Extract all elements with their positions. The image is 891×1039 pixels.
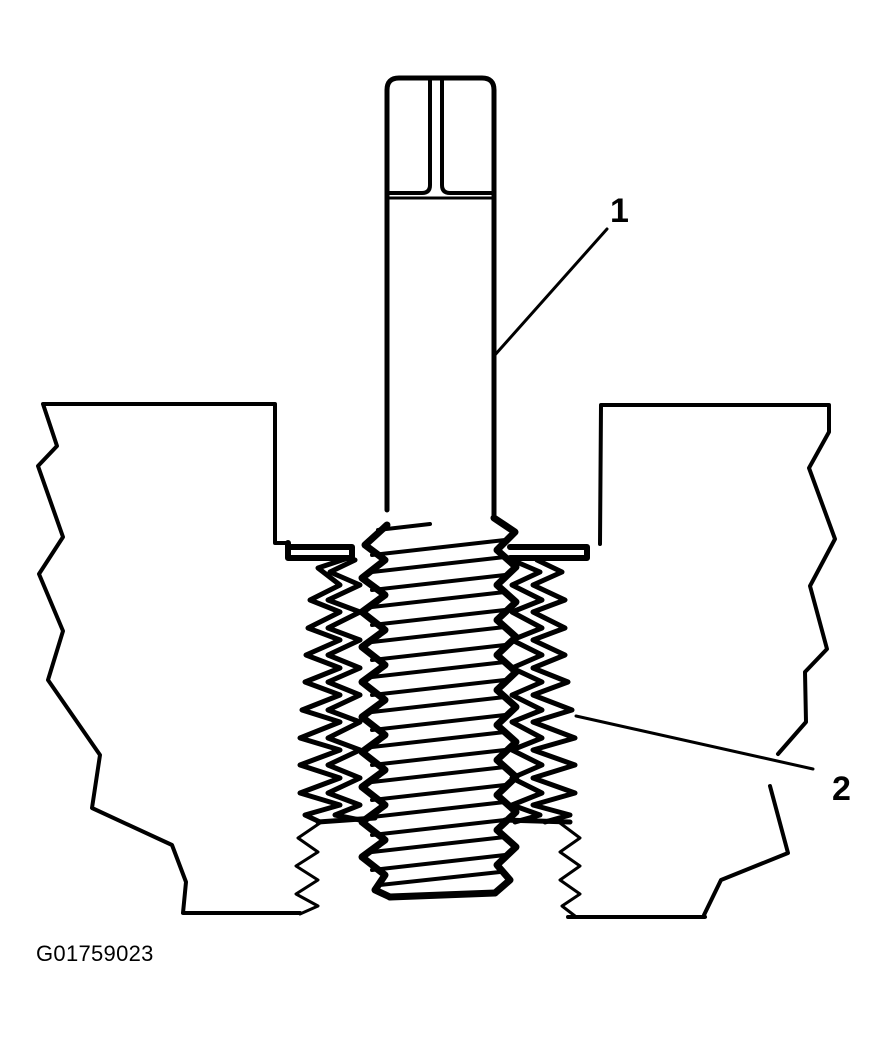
callout-2-label: 2 [832,770,851,808]
thread-insert [297,555,578,825]
insert-flange-left [285,540,355,561]
tap-threaded-section [358,514,520,901]
left-casting-block [36,402,302,915]
tool-shaft [384,75,497,518]
casting-threads [294,821,582,918]
figure-id: G01759023 [36,941,154,966]
right-casting-block [566,403,837,919]
callout-1-label: 1 [610,192,629,230]
callout-1-leader [492,227,609,358]
callout-2-leader [574,714,815,771]
insert-flange-right [507,544,590,561]
